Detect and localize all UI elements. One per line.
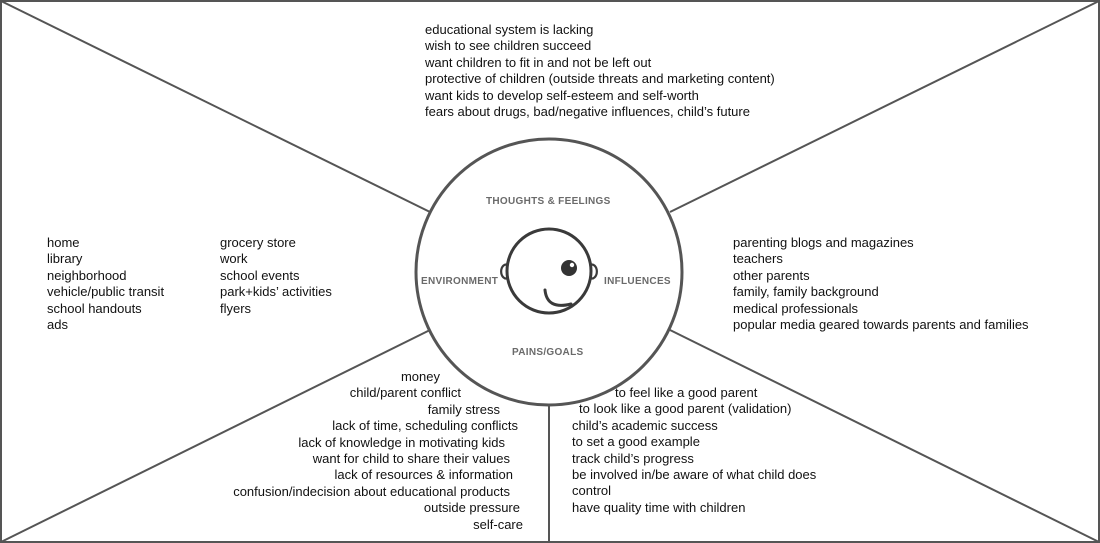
list-item: other parents (733, 267, 810, 283)
list-item: vehicle/public transit (47, 284, 165, 300)
pains-goals-label: PAINS/GOALS (512, 347, 584, 358)
divider-top-right (669, 0, 1100, 213)
list-item: educational system is lacking (425, 22, 594, 37)
list-item: lack of time, scheduling conflicts (332, 418, 518, 434)
list-item: family, family background (733, 284, 879, 300)
pains-list: money child/parent conflict family stres… (233, 369, 523, 533)
environment-list-2: grocery store work school events park+ki… (220, 235, 332, 317)
environment-label: ENVIRONMENT (421, 276, 499, 287)
list-item: home (47, 235, 80, 250)
list-item: library (47, 251, 83, 267)
thoughts-feelings-list: educational system is lacking wish to se… (425, 22, 775, 120)
face-head (505, 227, 593, 315)
list-item: grocery store (220, 235, 296, 250)
list-item: be involved in/be aware of what child do… (572, 467, 817, 483)
list-item: work (220, 251, 248, 267)
influences-list: parenting blogs and magazines teachers o… (733, 235, 1029, 333)
list-item: popular media geared towards parents and… (733, 317, 1029, 333)
divider-top-left (0, 0, 431, 213)
list-item: child/parent conflict (349, 385, 461, 401)
face-left-ear (500, 263, 509, 280)
list-item: want for child to share their values (312, 451, 510, 467)
list-item: neighborhood (47, 267, 127, 283)
list-item: school events (220, 267, 300, 283)
thoughts-feelings-label: THOUGHTS & FEELINGS (486, 196, 611, 207)
list-item: park+kids’ activities (220, 284, 332, 300)
list-item: fears about drugs, bad/negative influenc… (425, 104, 750, 120)
list-item: self-care (473, 516, 523, 532)
list-item: protective of children (outside threats … (425, 71, 775, 87)
list-item: school handouts (47, 300, 142, 316)
list-item: want kids to develop self-esteem and sel… (425, 87, 699, 103)
goals-list: to feel like a good parent to look like … (572, 385, 816, 516)
list-item: want children to fit in and not be left … (425, 54, 652, 70)
list-item: child’s academic success (572, 417, 718, 433)
list-item: money (400, 369, 440, 384)
divider-bottom-left (0, 329, 431, 543)
divider-bottom-right (669, 329, 1100, 543)
list-item: confusion/indecision about educational p… (233, 483, 510, 499)
list-item: to feel like a good parent (615, 385, 758, 400)
influences-label: INFLUENCES (604, 276, 671, 287)
list-item: to set a good example (572, 434, 700, 450)
face-eye-highlight (569, 262, 575, 268)
list-item: teachers (733, 251, 783, 267)
list-item: control (572, 483, 612, 499)
list-item: ads (47, 317, 68, 333)
list-item: track child’s progress (572, 450, 694, 466)
environment-list-1: home library neighborhood vehicle/public… (47, 235, 164, 333)
face-smile (543, 288, 573, 307)
list-item: wish to see children succeed (425, 38, 592, 54)
face-right-ear (589, 263, 598, 280)
list-item: medical professionals (733, 300, 859, 316)
list-item: outside pressure (423, 500, 520, 516)
list-item: to look like a good parent (validation) (579, 401, 792, 417)
list-item: have quality time with children (572, 499, 746, 515)
list-item: lack of knowledge in motivating kids (298, 434, 505, 450)
list-item: flyers (220, 300, 252, 316)
list-item: family stress (427, 401, 500, 417)
face-icon (500, 227, 598, 315)
list-item: lack of resources & information (334, 467, 513, 483)
list-item: parenting blogs and magazines (733, 235, 914, 250)
face-eye (561, 260, 577, 276)
